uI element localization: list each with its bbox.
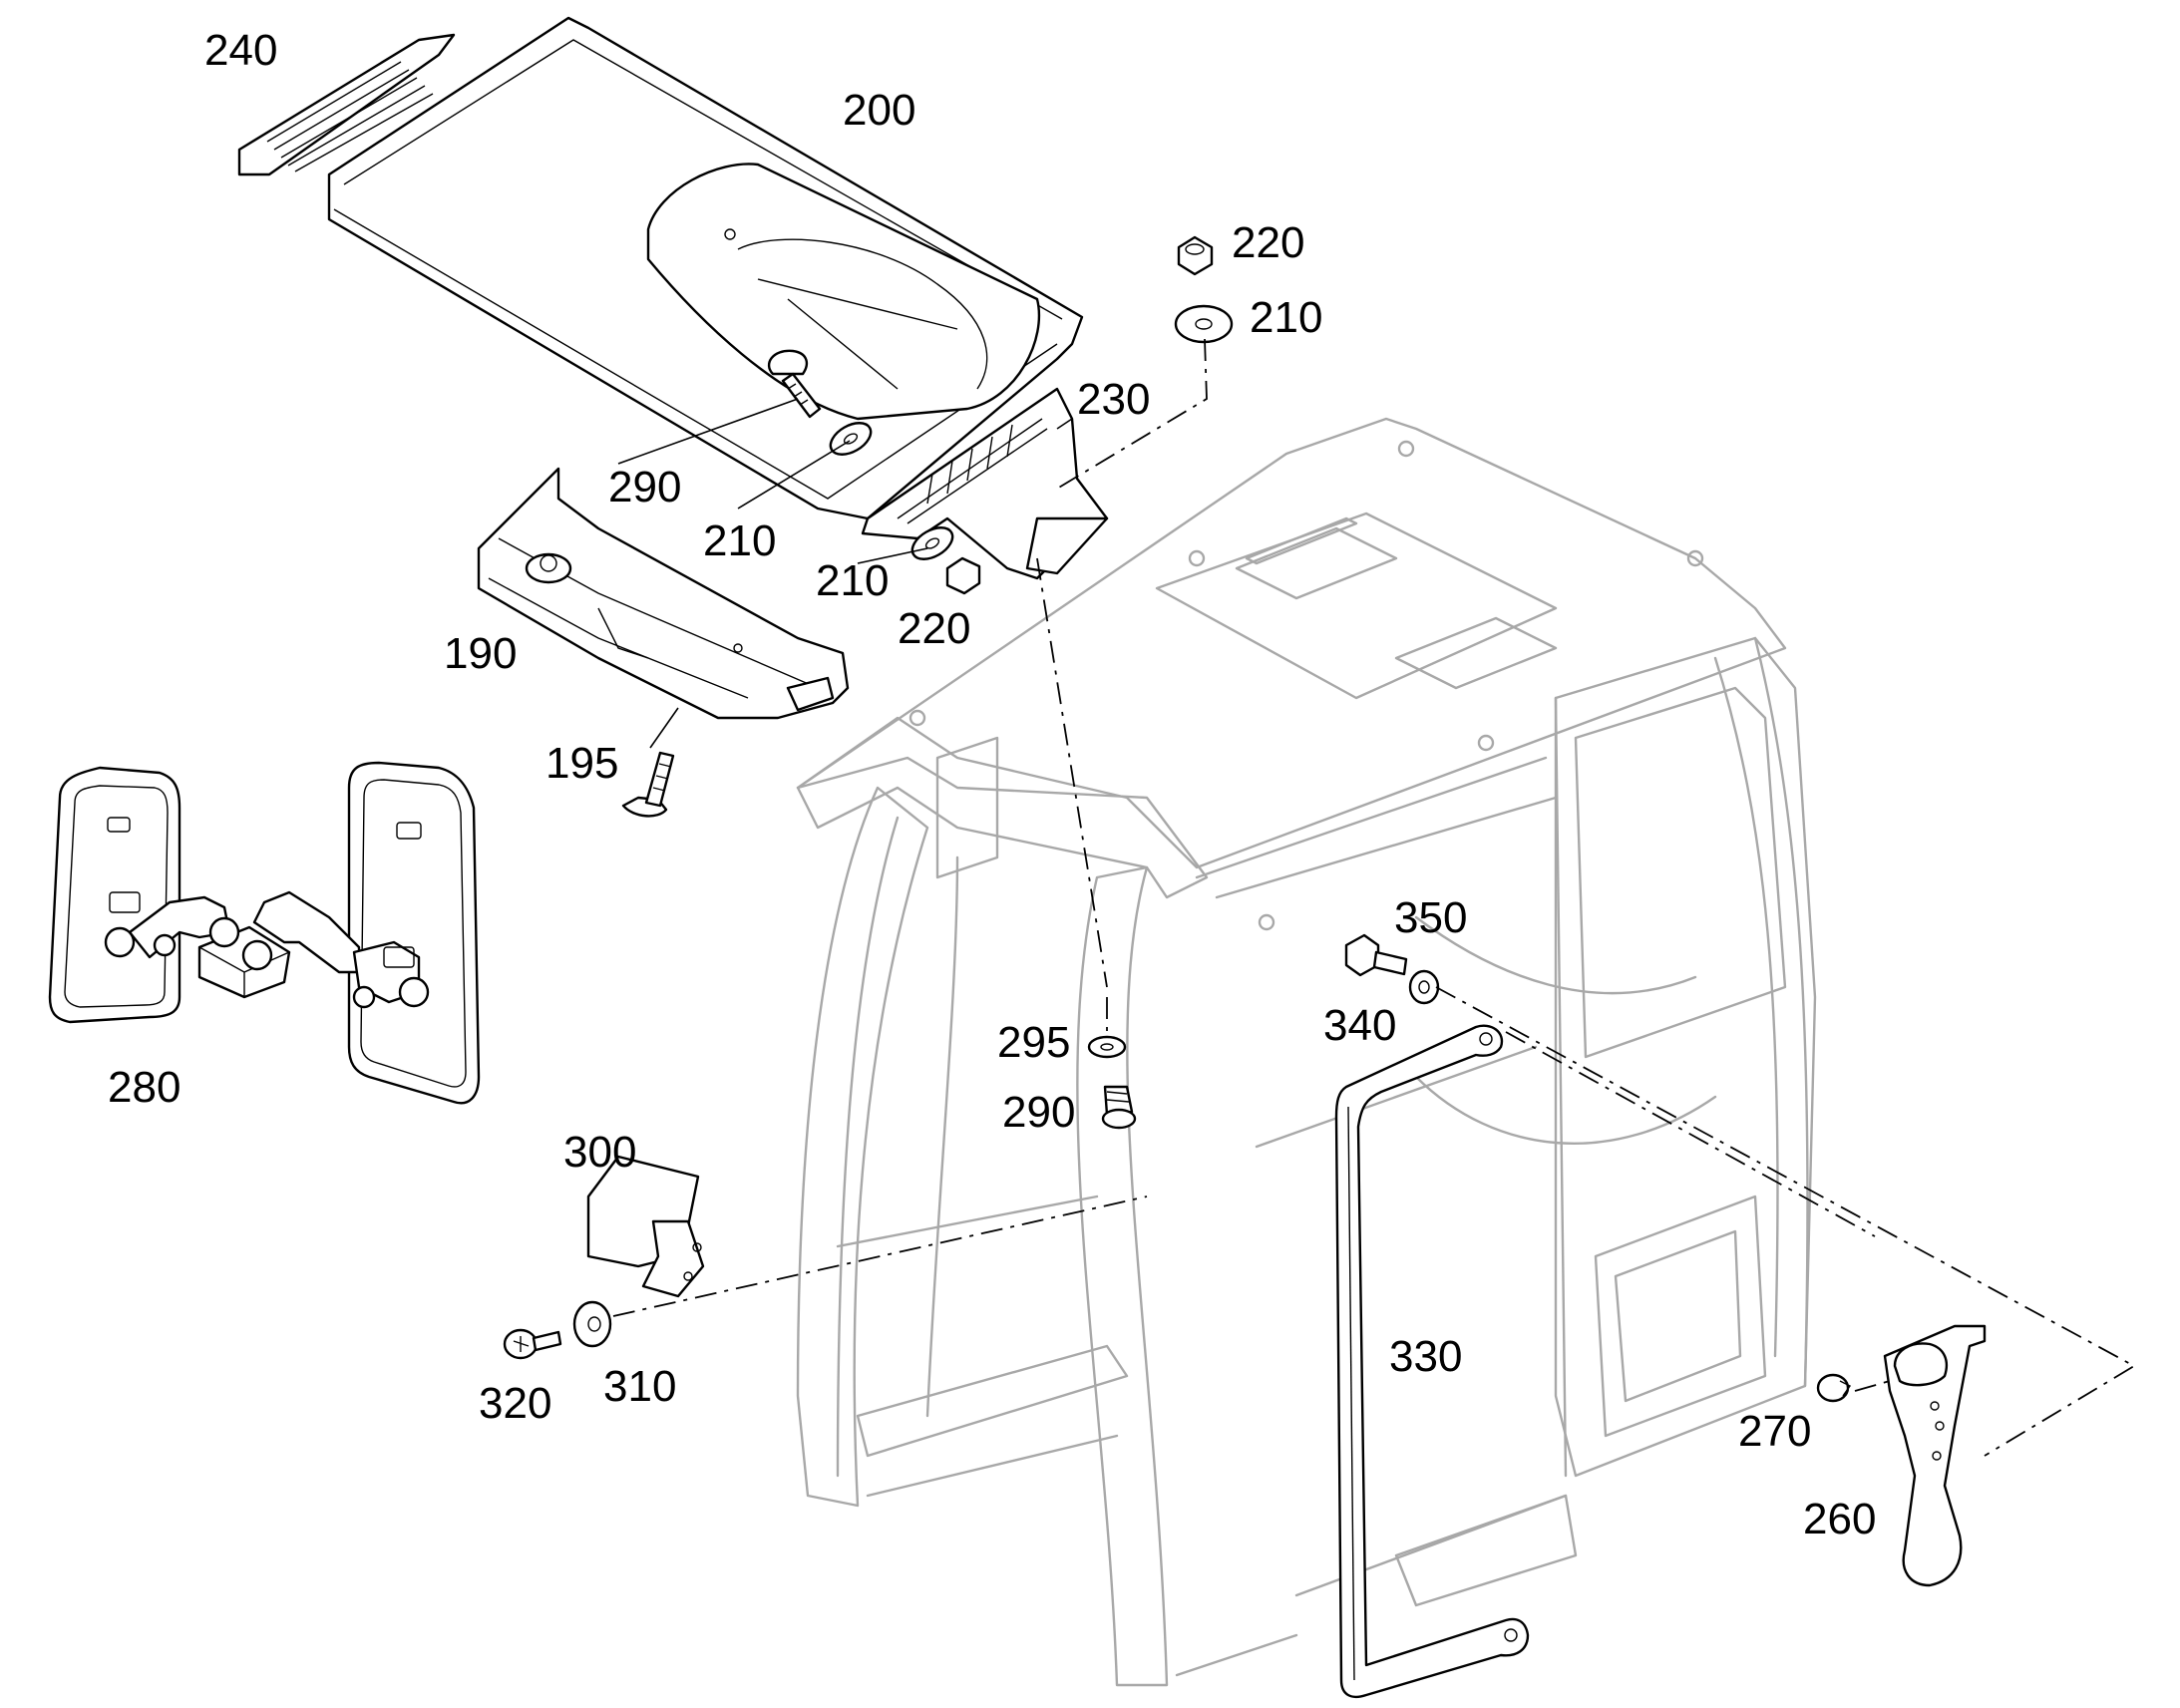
part-350-bolt xyxy=(1344,933,1408,977)
part-260-emergency-hammer xyxy=(1883,1324,1987,1587)
part-340-washer xyxy=(1408,969,1440,1005)
part-230-bracket xyxy=(861,387,1109,580)
callout-220-top: 220 xyxy=(1232,218,1304,267)
part-220-nut-low xyxy=(945,556,981,595)
part-210-washer-top xyxy=(1174,304,1234,344)
part-240-vent-grille xyxy=(237,33,456,176)
callout-290-lower: 290 xyxy=(1002,1088,1075,1137)
part-290-bolt-lower xyxy=(1101,1085,1137,1130)
part-280-mirror-assembly xyxy=(48,761,481,1105)
part-295-washer xyxy=(1087,1035,1127,1059)
callout-230: 230 xyxy=(1077,375,1150,424)
callout-290-upper: 290 xyxy=(608,463,681,512)
part-210-washer-low xyxy=(910,526,954,560)
leader-lines xyxy=(617,398,1073,749)
part-290-bolt-upper xyxy=(767,349,822,419)
callout-240: 240 xyxy=(204,26,277,75)
part-330-grab-handle xyxy=(1334,1024,1530,1699)
callout-210-low: 210 xyxy=(816,556,889,605)
callout-280: 280 xyxy=(108,1063,181,1112)
callout-340: 340 xyxy=(1323,1001,1396,1050)
callout-350: 350 xyxy=(1394,893,1467,942)
part-195-bolt xyxy=(621,751,675,818)
callout-310: 310 xyxy=(603,1362,676,1411)
part-320-screw xyxy=(503,1328,562,1360)
part-220-nut-top xyxy=(1177,235,1214,276)
callout-200: 200 xyxy=(843,86,915,135)
callout-260: 260 xyxy=(1803,1495,1876,1543)
part-310-washer xyxy=(572,1300,612,1348)
part-190-front-tray xyxy=(477,467,850,720)
callout-labels: 240 200 220 210 230 290 210 210 220 190 … xyxy=(108,26,1876,1543)
part-270-cap xyxy=(1816,1373,1852,1403)
callout-320: 320 xyxy=(479,1379,551,1428)
callout-220-low: 220 xyxy=(898,604,970,653)
callout-300: 300 xyxy=(563,1128,636,1177)
assembly-lines xyxy=(612,338,2136,1457)
callout-190: 190 xyxy=(444,629,517,678)
callout-210-top: 210 xyxy=(1250,293,1322,342)
callout-295: 295 xyxy=(997,1018,1070,1067)
part-300-cover-plate xyxy=(586,1155,705,1298)
cab-frame xyxy=(796,417,1817,1687)
callout-210-mid: 210 xyxy=(703,516,776,565)
callout-195: 195 xyxy=(545,739,618,788)
part-200-headliner xyxy=(327,16,1084,520)
callout-330: 330 xyxy=(1389,1332,1462,1381)
callout-270: 270 xyxy=(1738,1407,1811,1456)
